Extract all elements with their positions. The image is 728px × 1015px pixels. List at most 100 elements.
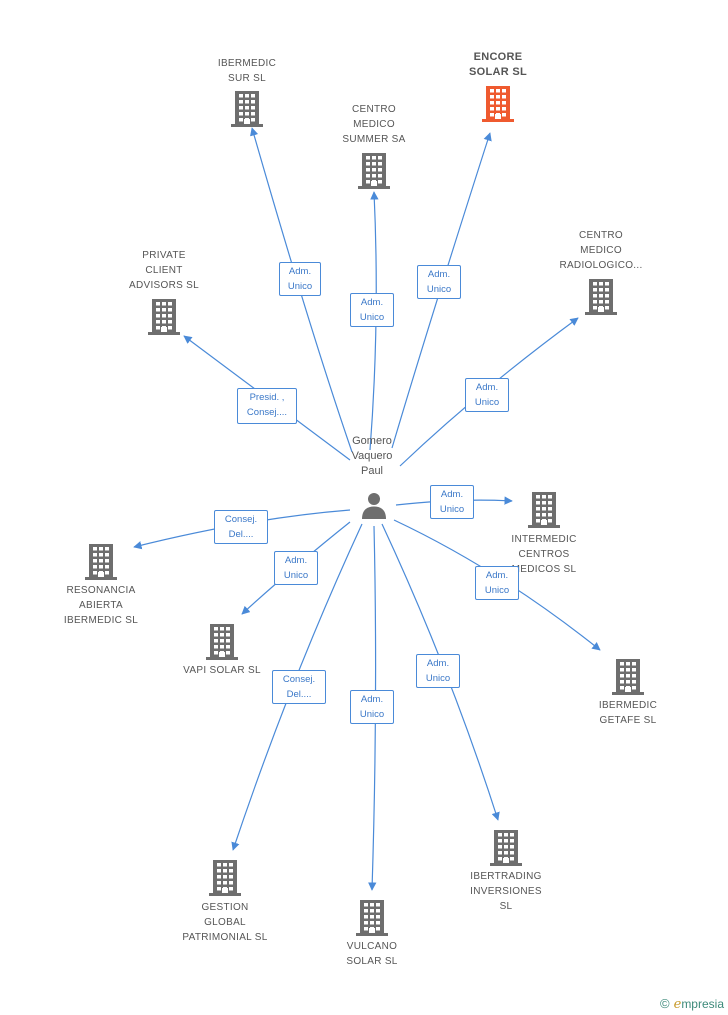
company-label[interactable]: IBERTRADING INVERSIONES SL	[446, 869, 566, 914]
role-badge-line: Del....	[228, 529, 254, 540]
role-badge-vulcano-solar[interactable]: Adm. Unico	[350, 690, 394, 724]
building-icon[interactable]	[231, 91, 263, 127]
role-badge-line: Unico	[439, 504, 465, 515]
company-label-line: INVERSIONES	[470, 886, 542, 897]
company-label-line: GETAFE SL	[599, 715, 657, 726]
company-label[interactable]: VULCANO SOLAR SL	[312, 939, 432, 969]
copyright-footer: ©empresia	[660, 996, 724, 1012]
role-badge-line: Unico	[359, 709, 385, 720]
company-label-line: PRIVATE	[142, 250, 186, 261]
role-badge-line: Unico	[426, 284, 452, 295]
role-badge-private-client-advisors[interactable]: Presid. , Consej....	[237, 388, 297, 424]
building-icon[interactable]	[209, 860, 241, 896]
company-label-line: GESTION	[201, 902, 249, 913]
company-label[interactable]: IBERMEDIC GETAFE SL	[568, 698, 688, 728]
role-badge-ibertrading[interactable]: Adm. Unico	[416, 654, 460, 688]
building-icon[interactable]	[356, 900, 388, 936]
company-label-line: CENTRO	[351, 104, 397, 115]
role-badge-line: Adm.	[475, 382, 499, 393]
company-label[interactable]: INTERMEDIC CENTROS MEDICOS SL	[484, 532, 604, 577]
company-label[interactable]: ENCORE SOLAR SL	[438, 50, 558, 80]
company-label[interactable]: PRIVATE CLIENT ADVISORS SL	[104, 248, 224, 293]
company-label-line: ENCORE	[473, 51, 523, 63]
company-label-line: CENTRO	[578, 230, 624, 241]
company-label-line: RESONANCIA	[66, 585, 136, 596]
role-badge-line: Consej....	[246, 407, 288, 418]
role-badge-line: Adm.	[360, 694, 384, 705]
role-badge-line: Presid. ,	[249, 392, 285, 403]
company-label[interactable]: RESONANCIA ABIERTA IBERMEDIC SL	[41, 583, 161, 628]
company-label-line: ADVISORS SL	[129, 280, 199, 291]
building-icon[interactable]	[528, 492, 560, 528]
role-badge-ibermedic-sur[interactable]: Adm.Unico	[279, 262, 321, 296]
role-badge-line: Adm.	[284, 555, 308, 566]
company-label-line: INTERMEDIC	[511, 534, 577, 545]
person-name: Gomero Vaquero Paul	[312, 434, 432, 479]
role-badge-encore-solar[interactable]: Adm. Unico	[417, 265, 461, 299]
role-badge-line: Adm.	[485, 570, 509, 581]
role-badge-line: Adm.	[360, 297, 384, 308]
brand-name: mpresia	[681, 997, 724, 1011]
role-badge-line: Del....	[286, 689, 312, 700]
role-badge-line: Unico	[287, 281, 313, 292]
role-badge-intermedic-centros[interactable]: Adm. Unico	[430, 485, 474, 519]
brand-initial: e	[673, 997, 682, 1012]
company-label-line: SUMMER SA	[342, 134, 406, 145]
copyright-icon: ©	[660, 996, 670, 1011]
company-label-line: RADIOLOGICO...	[559, 260, 643, 271]
company-label-line: MEDICOS SL	[511, 564, 577, 575]
company-label-line: SL	[499, 901, 513, 912]
company-label-line: VULCANO	[346, 941, 398, 952]
company-label-line: IBERTRADING	[470, 871, 542, 882]
company-label[interactable]: VAPI SOLAR SL	[162, 663, 282, 678]
company-label-line: IBERMEDIC	[598, 700, 658, 711]
person-icon[interactable]	[360, 491, 388, 519]
building-icon[interactable]	[148, 299, 180, 335]
role-badge-centro-medico-summer[interactable]: Adm. Unico	[350, 293, 394, 327]
company-label[interactable]: GESTION GLOBAL PATRIMONIAL SL	[165, 900, 285, 945]
company-label-line: SOLAR SL	[346, 956, 398, 967]
company-label-line: MEDICO	[580, 245, 622, 256]
company-label[interactable]: CENTRO MEDICO SUMMER SA	[314, 102, 434, 147]
role-badge-resonancia-abierta[interactable]: Consej. Del....	[214, 510, 268, 544]
building-icon[interactable]	[85, 544, 117, 580]
building-icon[interactable]	[490, 830, 522, 866]
person-name-line: Gomero	[352, 435, 392, 447]
role-badge-line: Consej.	[224, 514, 258, 525]
person-name-line: Vaquero	[351, 450, 393, 462]
building-icon[interactable]	[482, 86, 514, 122]
company-label-line: PATRIMONIAL SL	[182, 932, 268, 943]
company-label-line: VAPI SOLAR SL	[183, 665, 261, 676]
role-badge-line: Adm.	[440, 489, 464, 500]
edge-ibermedic-sur	[250, 127, 353, 453]
company-label-line: SUR SL	[228, 73, 266, 84]
role-badge-line: Unico	[359, 312, 385, 323]
role-badge-line: Adm.	[427, 269, 451, 280]
role-badge-line: Unico	[484, 585, 510, 596]
company-label[interactable]: CENTRO MEDICO RADIOLOGICO...	[541, 228, 661, 273]
company-label-line: CENTROS	[518, 549, 570, 560]
building-icon[interactable]	[206, 624, 238, 660]
company-label-line: IBERMEDIC	[217, 58, 277, 69]
company-label[interactable]: IBERMEDIC SUR SL	[187, 56, 307, 86]
company-label-line: CLIENT	[145, 265, 183, 276]
role-badge-line: Unico	[425, 673, 451, 684]
edge-encore-solar	[391, 132, 492, 449]
role-badge-centro-medico-radiologico[interactable]: Adm. Unico	[465, 378, 509, 412]
company-label-line: SOLAR SL	[468, 66, 527, 78]
role-badge-line: Consej.	[282, 674, 316, 685]
company-label-line: ABIERTA	[79, 600, 123, 611]
company-label-line: IBERMEDIC SL	[63, 615, 139, 626]
building-icon[interactable]	[612, 659, 644, 695]
role-badge-line: Adm.	[426, 658, 450, 669]
role-badge-line: Unico	[474, 397, 500, 408]
role-badge-vapi-solar[interactable]: Adm.Unico	[274, 551, 318, 585]
company-label-line: GLOBAL	[204, 917, 246, 928]
building-icon[interactable]	[585, 279, 617, 315]
building-icon[interactable]	[358, 153, 390, 189]
company-label-line: MEDICO	[353, 119, 395, 130]
role-badge-gestion-global[interactable]: Consej. Del....	[272, 670, 326, 704]
person-name-line: Paul	[360, 465, 384, 477]
role-badge-ibermedic-getafe[interactable]: Adm. Unico	[475, 566, 519, 600]
